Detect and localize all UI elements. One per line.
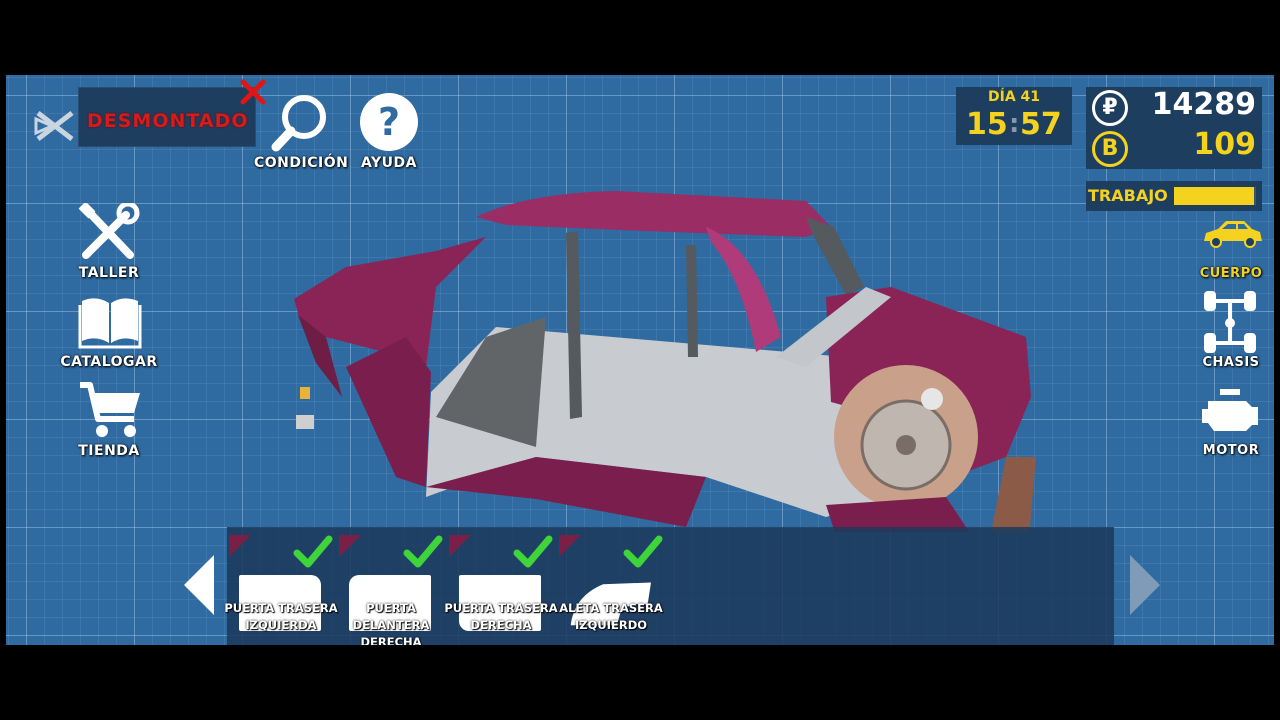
svg-text:?: ? — [378, 100, 400, 144]
clock-hour: 15 — [966, 107, 1008, 142]
close-icon[interactable] — [238, 77, 268, 107]
shop-label[interactable]: TIENDA — [78, 443, 140, 459]
game-viewport[interactable]: DESMONTADO CONDICIÓN ? AYUDA TALLER CATA… — [6, 75, 1274, 645]
work-progress-bar — [1174, 187, 1256, 205]
magnifier-icon[interactable] — [268, 91, 332, 155]
editor-logo-icon — [34, 111, 74, 141]
help-icon[interactable]: ? — [358, 91, 420, 153]
day-counter: DÍA 41 — [987, 89, 1041, 105]
part-flag — [229, 535, 251, 557]
check-icon — [293, 535, 333, 568]
arrow-left-icon[interactable] — [182, 553, 218, 617]
ruble-icon: ₽ — [1092, 90, 1128, 126]
shopping-cart-icon[interactable] — [78, 379, 144, 441]
check-icon — [623, 535, 663, 568]
work-label: TRABAJO — [1088, 186, 1168, 205]
cash-amount: 14289 — [1151, 87, 1256, 122]
body-label[interactable]: CUERPO — [1199, 266, 1263, 281]
check-icon — [513, 535, 553, 568]
clock-minute: 57 — [1020, 107, 1062, 142]
disassembled-label: DESMONTADO — [87, 110, 249, 132]
check-icon — [403, 535, 443, 568]
clock-separator: : — [1009, 109, 1020, 139]
bitcoin-icon: B — [1092, 131, 1128, 167]
car-body-icon[interactable] — [1200, 217, 1264, 249]
help-label[interactable]: AYUDA — [361, 155, 417, 171]
bitcoin-amount: 109 — [1193, 127, 1256, 162]
condition-label[interactable]: CONDICIÓN — [254, 155, 349, 171]
wallet-panel: ₽ 14289 B 109 — [1086, 87, 1262, 169]
chassis-icon[interactable] — [1202, 289, 1258, 355]
disassembled-status: DESMONTADO — [78, 87, 256, 147]
part-flag — [339, 535, 361, 557]
chassis-label[interactable]: CHASIS — [1202, 355, 1260, 370]
engine-label[interactable]: MOTOR — [1202, 443, 1260, 458]
part-flag — [559, 535, 581, 557]
fender-icon — [570, 582, 651, 626]
arrow-right-icon[interactable] — [1126, 553, 1162, 617]
catalog-label[interactable]: CATALOGAR — [60, 354, 158, 370]
game-clock: DÍA 41 15 : 57 — [956, 87, 1072, 145]
book-icon[interactable] — [78, 293, 142, 349]
work-progress-fill — [1174, 187, 1255, 205]
rear-door-icon — [459, 575, 541, 631]
rear-door-icon — [239, 575, 321, 631]
work-progress: TRABAJO — [1086, 181, 1262, 211]
workshop-label[interactable]: TALLER — [78, 265, 140, 281]
front-door-icon — [349, 575, 431, 631]
car-body-model[interactable] — [286, 187, 1046, 532]
engine-icon[interactable] — [1200, 385, 1262, 435]
part-flag — [449, 535, 471, 557]
wrench-screwdriver-icon[interactable] — [78, 203, 140, 263]
